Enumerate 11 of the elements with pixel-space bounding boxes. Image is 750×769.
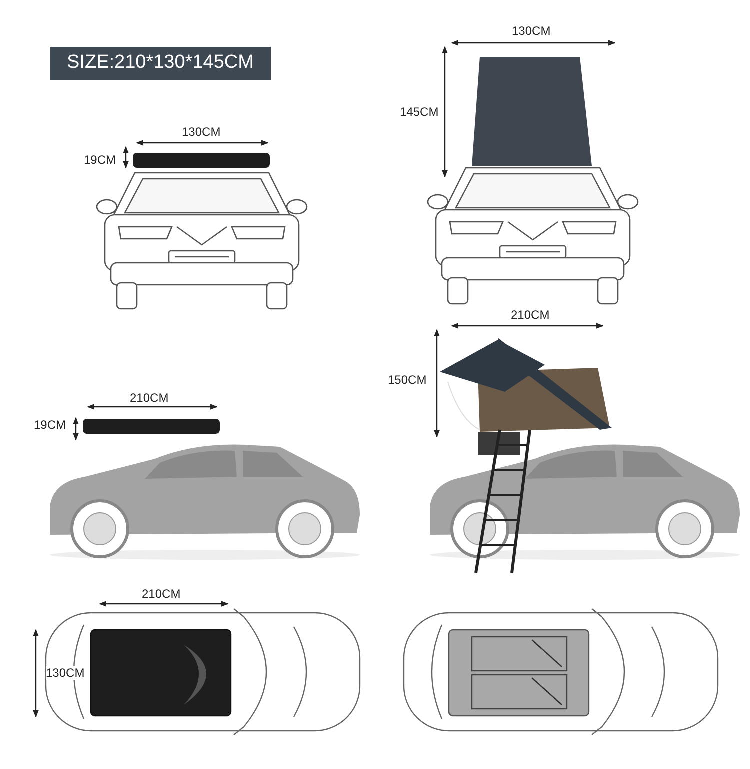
dimension-label: 130CM bbox=[512, 24, 551, 38]
size-banner: SIZE:210*130*145CM bbox=[50, 47, 271, 80]
dimension-label: 130CM bbox=[46, 666, 85, 680]
dimension-label: 145CM bbox=[400, 105, 439, 119]
dimension-label: 210CM bbox=[130, 391, 169, 405]
dimension-label: 19CM bbox=[84, 153, 116, 167]
dimension-label: 210CM bbox=[142, 587, 181, 601]
dimension-label: 150CM bbox=[388, 373, 427, 387]
dimension-label: 130CM bbox=[182, 125, 221, 139]
dimension-label: 210CM bbox=[511, 308, 550, 322]
dimension-label: 19CM bbox=[34, 418, 66, 432]
